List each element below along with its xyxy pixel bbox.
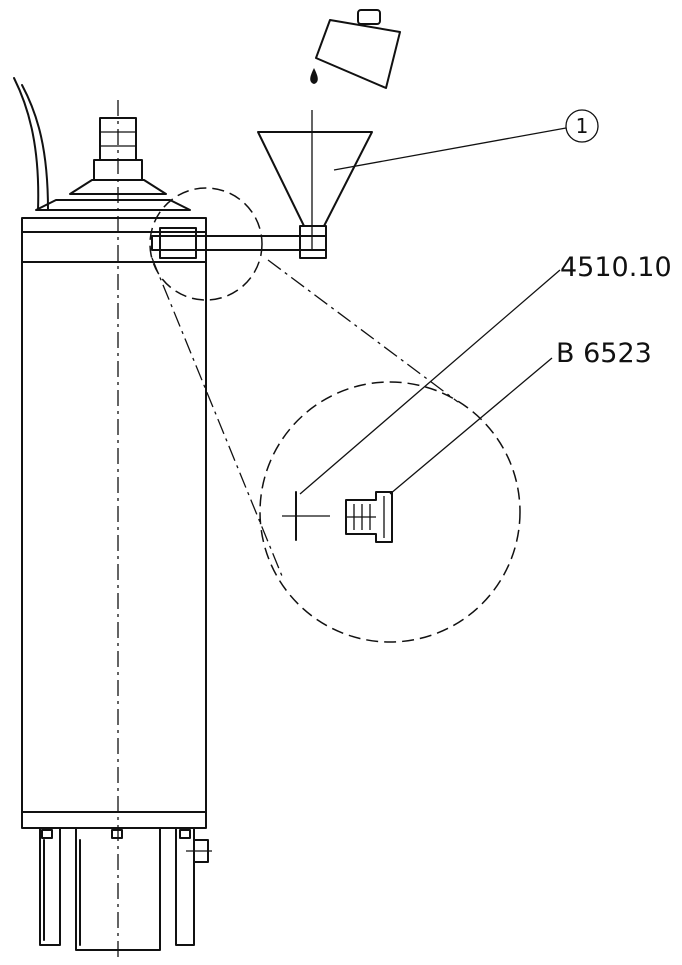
leader-part-a (299, 269, 561, 495)
detail-circle-small (149, 187, 263, 301)
power-cable (13, 77, 49, 211)
motor-base-feet (39, 827, 212, 951)
oil-drop (310, 68, 318, 84)
label-part-4510-10: 4510.10 (560, 252, 672, 283)
fill-port-pipe (151, 225, 327, 259)
motor-shaft (35, 117, 191, 211)
label-part-b6523: B 6523 (556, 338, 652, 369)
callout-leader (333, 127, 567, 171)
plug-detail (345, 491, 393, 543)
callout-circle (565, 109, 599, 143)
funnel (257, 110, 373, 250)
leader-part-b (389, 357, 553, 495)
motor-body (21, 217, 207, 829)
detail-circle-large (259, 381, 521, 643)
projection-line-right (267, 259, 459, 403)
projection-line-left (151, 257, 283, 577)
oil-can (315, 9, 401, 89)
callout-number: 1 (576, 114, 589, 138)
seal-detail (282, 491, 330, 541)
